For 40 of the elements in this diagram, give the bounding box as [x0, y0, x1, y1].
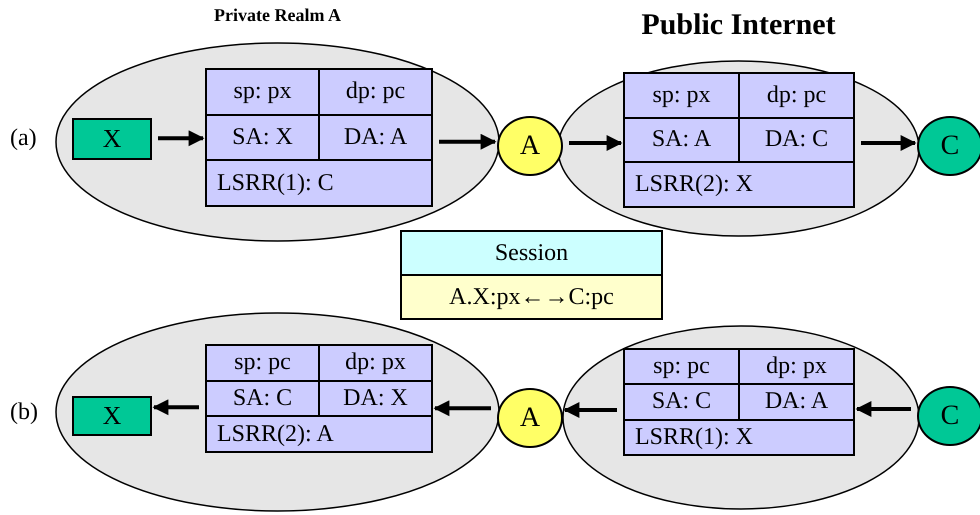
header-field: dp: pc — [319, 69, 432, 115]
header-field: DA: X — [319, 380, 432, 416]
router-circle: A — [497, 116, 563, 176]
header-field: sp: px — [206, 69, 319, 115]
arrow — [855, 401, 911, 417]
host-box: X — [72, 118, 152, 160]
header-field: sp: pc — [206, 345, 319, 381]
header-field: SA: X — [206, 114, 319, 160]
header-field: DA: A — [319, 114, 432, 160]
router-circle: C — [917, 386, 980, 446]
host-box: X — [72, 396, 152, 436]
header-field: LSRR(2): A — [206, 416, 432, 452]
header-field: DA: C — [739, 118, 854, 162]
header-field: sp: px — [624, 73, 739, 118]
header-field: SA: C — [624, 384, 739, 420]
realm-heading: Private Realm A — [213, 6, 342, 26]
session-entry: A.X:px←→C:pc — [401, 275, 662, 319]
arrow — [152, 399, 199, 416]
header-field: SA: A — [624, 118, 739, 162]
router-circle: A — [497, 388, 563, 448]
header-field: DA: A — [739, 384, 854, 420]
header-field: dp: px — [319, 345, 432, 381]
arrow — [563, 402, 617, 418]
arrow — [569, 135, 623, 151]
header-field: dp: pc — [739, 73, 854, 118]
row-label: (a) — [10, 125, 37, 152]
realm-heading: Public Internet — [640, 8, 837, 41]
arrow — [861, 135, 917, 151]
header-field: dp: px — [739, 349, 854, 384]
arrow — [158, 130, 205, 146]
header-field: LSRR(1): C — [206, 160, 432, 206]
header-field: SA: C — [206, 380, 319, 416]
header-field: LSRR(1): X — [624, 420, 854, 455]
arrow — [439, 134, 497, 150]
session-title: Session — [401, 231, 662, 275]
arrow — [433, 400, 491, 416]
header-field: LSRR(2): X — [624, 162, 854, 207]
header-field: sp: pc — [624, 349, 739, 384]
row-label: (b) — [10, 399, 38, 426]
router-circle: C — [917, 116, 980, 176]
